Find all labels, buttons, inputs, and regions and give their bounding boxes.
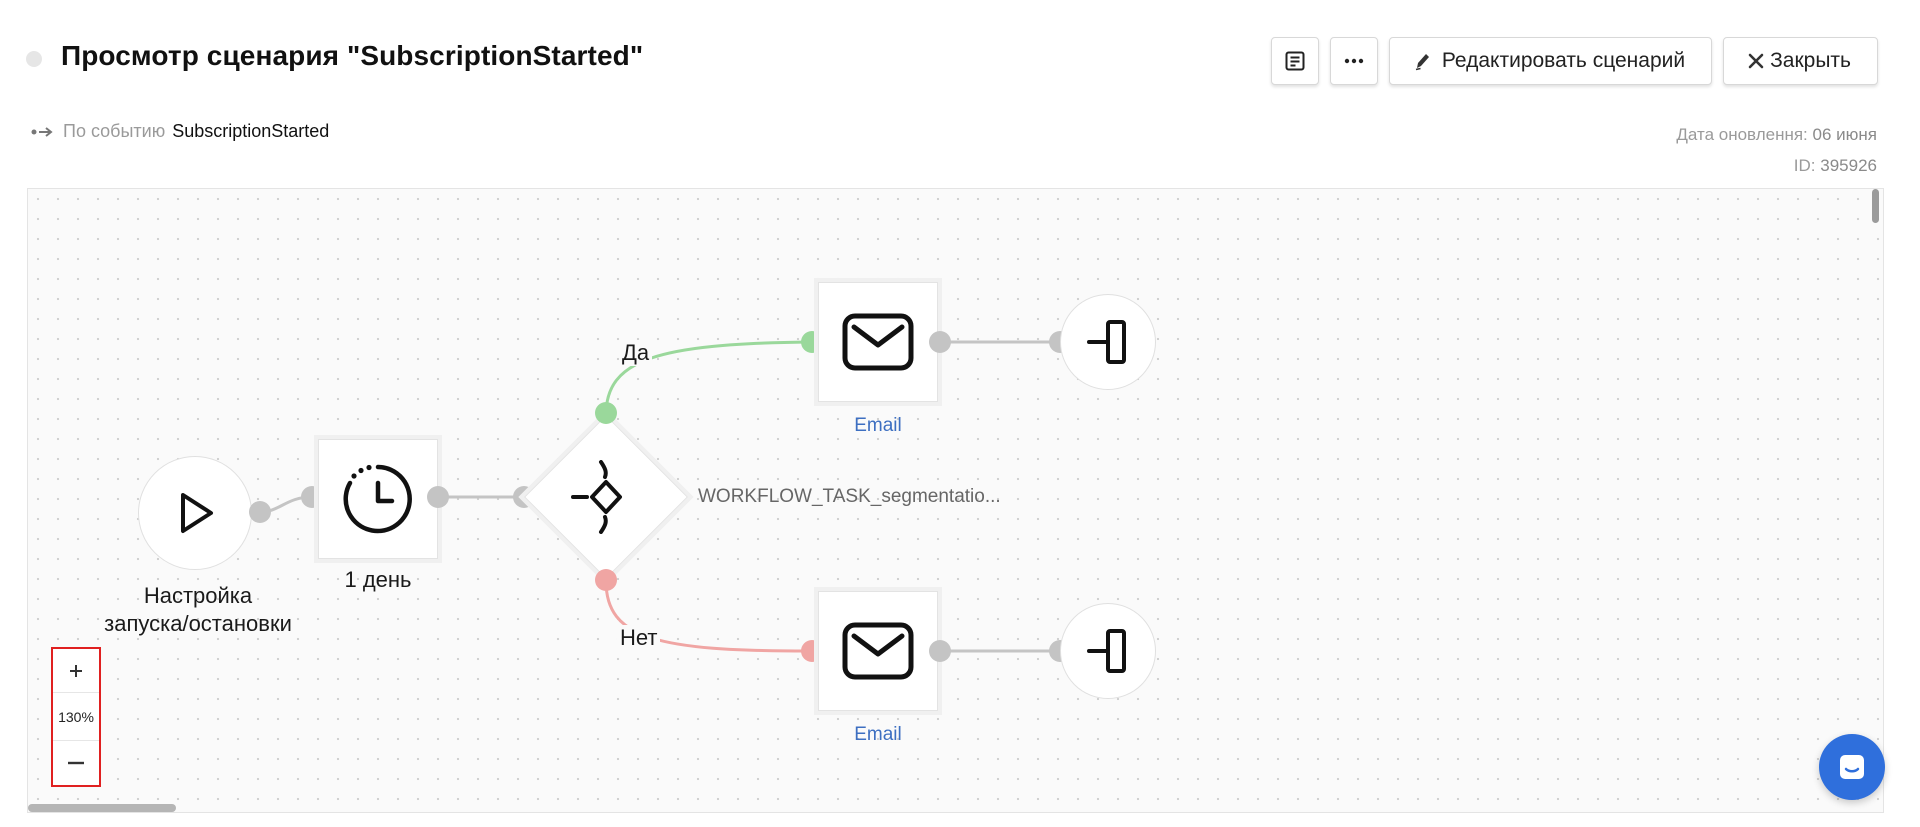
exit-icon [1087,320,1126,364]
email-top-input-port[interactable] [801,331,823,353]
email-node-top[interactable] [818,282,938,402]
end-node-bottom[interactable] [1060,603,1156,699]
zoom-out-button[interactable] [53,741,99,785]
edit-scenario-button[interactable]: Редактировать сценарий [1388,37,1713,85]
exit-icon [1087,629,1126,673]
email-top-label[interactable]: Email [854,415,902,436]
scenario-meta: Дата оновлення: 06 июня ID: 395926 [1676,119,1877,181]
email-node-bottom[interactable] [818,591,938,711]
branch-no-label: Нет [617,625,661,651]
email-bottom-input-port[interactable] [801,640,823,662]
zoom-control: 130% [51,647,101,787]
timer-icon [343,464,412,534]
event-arrow-icon [31,126,53,137]
play-icon [181,493,213,533]
plus-icon [70,664,82,677]
end-node-top[interactable] [1060,294,1156,390]
delay-output-port[interactable] [427,486,449,508]
start-node[interactable] [138,456,252,570]
more-dots-icon [1344,58,1364,64]
updated-label: Дата оновлення: [1676,125,1808,144]
minus-icon [68,761,84,765]
status-indicator [26,51,42,67]
close-button[interactable]: Закрыть [1723,37,1878,85]
split-node-label: WORKFLOW_TASK_segmentatio... [698,486,1001,507]
id-row: ID: 395926 [1676,150,1877,181]
updated-row: Дата оновлення: 06 июня [1676,119,1877,150]
close-label: Закрыть [1770,49,1851,72]
trigger-info: По событию SubscriptionStarted [31,121,329,142]
start-output-port[interactable] [249,501,271,523]
email-bottom-label[interactable]: Email [854,724,902,745]
split-yes-port[interactable] [595,402,617,424]
edit-scenario-label: Редактировать сценарий [1441,49,1686,72]
horizontal-scrollbar[interactable] [28,804,176,812]
pencil-icon [1415,54,1429,71]
delay-node-label: 1 день [344,567,412,592]
id-label: ID: [1793,156,1816,175]
updated-value: 06 июня [1812,125,1877,144]
email-bottom-output-port[interactable] [929,640,951,662]
support-chat-button[interactable] [1819,734,1885,800]
split-no-port[interactable] [595,569,617,591]
close-icon [1748,53,1764,69]
email-top-output-port[interactable] [929,331,951,353]
notes-button[interactable] [1270,37,1319,85]
id-value: 395926 [1820,156,1877,175]
vertical-scrollbar[interactable] [1872,189,1879,223]
chat-icon [1840,755,1864,779]
delay-node[interactable] [318,439,438,559]
delay-input-port[interactable] [301,486,323,508]
notes-icon [1285,51,1305,71]
workflow-canvas[interactable]: Настройка запуска/остановки 1 день WORKF… [27,188,1884,813]
zoom-in-button[interactable] [53,649,99,693]
page-title: Просмотр сценария "SubscriptionStarted" [61,40,644,71]
trigger-prefix: По событию [63,121,166,141]
envelope-icon [842,313,914,371]
more-button[interactable] [1329,37,1378,85]
envelope-icon [842,622,914,680]
branch-yes-label: Да [619,340,653,366]
header-toolbar: Редактировать сценарий Закрыть [1270,37,1878,85]
split-icon [571,460,622,534]
start-node-label: Настройка запуска/остановки [104,583,292,636]
zoom-level: 130% [53,693,99,741]
trigger-event: SubscriptionStarted [172,121,330,141]
